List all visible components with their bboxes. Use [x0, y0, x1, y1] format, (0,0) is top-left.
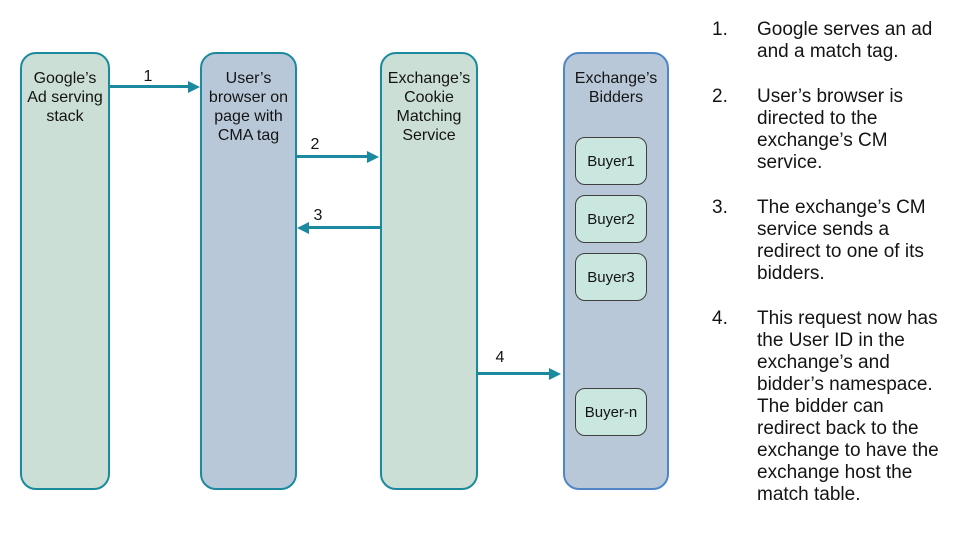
cookie-matching-service-label: Exchange’s Cookie Matching Service — [387, 70, 471, 144]
arrow-3-line — [309, 226, 380, 229]
arrow-2-line — [297, 155, 367, 158]
google-ad-stack-label: Google’s Ad serving stack — [27, 70, 103, 125]
buyer-item: Buyer3 — [575, 253, 647, 301]
buyer-item: Buyer1 — [575, 137, 647, 185]
exchange-bidders-label: Exchange’s Bidders — [574, 70, 658, 106]
buyer-label: Buyer2 — [587, 210, 635, 228]
google-ad-stack-box: Google’s Ad serving stack — [20, 52, 110, 490]
arrow-2-head-icon — [367, 150, 379, 163]
user-browser-box: User’s browser on page with CMA tag — [200, 52, 297, 490]
step-text: The exchange’s CM service sends a redire… — [757, 197, 926, 284]
arrow-4-line — [478, 372, 549, 375]
step-number: 3. — [712, 197, 728, 218]
arrow-3-label: 3 — [313, 207, 323, 224]
step-text: User’s browser is directed to the exchan… — [757, 86, 904, 173]
step-item-2: 2. User’s browser is directed to the exc… — [712, 86, 955, 174]
step-number: 1. — [712, 19, 728, 40]
cookie-matching-service-box: Exchange’s Cookie Matching Service — [380, 52, 478, 490]
buyer-item: Buyer2 — [575, 195, 647, 243]
arrow-1-label: 1 — [143, 68, 153, 85]
step-number: 4. — [712, 308, 728, 329]
buyer-item: Buyer-n — [575, 388, 647, 436]
arrow-3-head-icon — [297, 221, 309, 234]
arrow-1-head-icon — [188, 80, 200, 93]
buyer-label: Buyer1 — [587, 152, 635, 170]
buyer-label: Buyer-n — [584, 403, 638, 421]
arrow-4-head-icon — [549, 367, 561, 380]
arrow-1-line — [110, 85, 188, 88]
steps-list: 1. Google serves an ad and a match tag. … — [712, 19, 955, 529]
step-item-4: 4. This request now has the User ID in t… — [712, 308, 955, 506]
buyer-label: Buyer3 — [587, 268, 635, 286]
step-text: This request now has the User ID in the … — [757, 308, 939, 505]
step-item-3: 3. The exchange’s CM service sends a red… — [712, 197, 955, 285]
step-item-1: 1. Google serves an ad and a match tag. — [712, 19, 955, 63]
step-text: Google serves an ad and a match tag. — [757, 19, 933, 62]
step-number: 2. — [712, 86, 728, 107]
user-browser-label: User’s browser on page with CMA tag — [208, 70, 289, 144]
arrow-2-label: 2 — [310, 136, 320, 153]
exchange-bidders-box: Exchange’s Bidders Buyer1 Buyer2 Buyer3 … — [563, 52, 669, 490]
arrow-4-label: 4 — [495, 349, 505, 366]
